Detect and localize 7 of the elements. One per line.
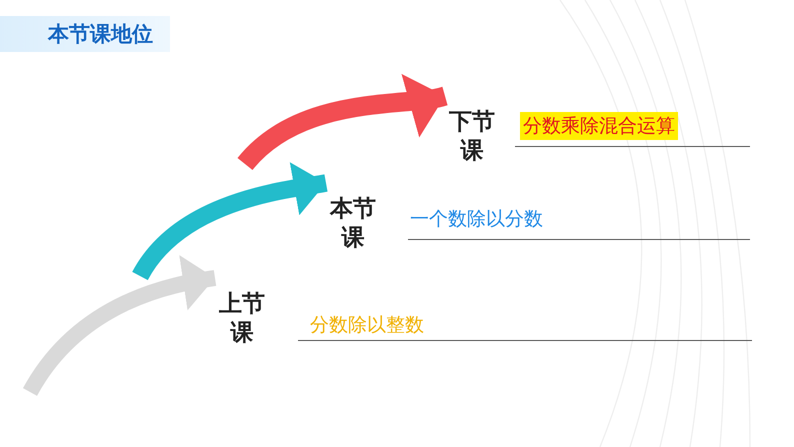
lesson-label: 下节课 (446, 108, 498, 166)
topic-text: 分数除以整数 (310, 313, 424, 338)
lesson-label: 上节课 (216, 290, 268, 348)
topic-text: 一个数除以分数 (410, 207, 543, 232)
title: 本节课地位 (48, 21, 153, 48)
lesson-label: 本节课 (327, 195, 379, 252)
topic-text: 分数乘除混合运算 (520, 112, 678, 140)
